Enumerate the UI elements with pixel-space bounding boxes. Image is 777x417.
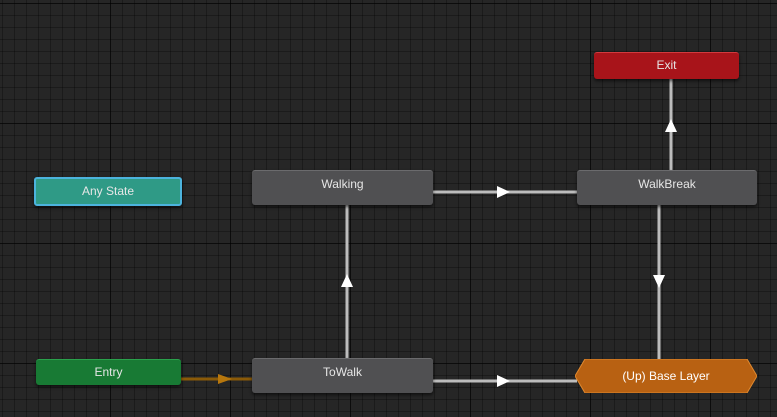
- transition-arrow-icon: [341, 274, 353, 287]
- exit-node-label: Exit: [656, 58, 677, 72]
- state-node-walking[interactable]: Walking: [252, 170, 433, 205]
- state-node-label: ToWalk: [323, 365, 362, 379]
- transition-arrow-icon: [497, 375, 510, 387]
- state-node-label: Walking: [321, 177, 364, 191]
- state-node-walkbreak[interactable]: WalkBreak: [577, 170, 757, 205]
- transition-arrow-icon: [497, 186, 510, 198]
- transition-arrow-icon: [653, 275, 665, 288]
- hexagon-shape: [575, 359, 757, 393]
- transition-arrow-icon: [218, 374, 232, 384]
- transition-arrow-icon: [665, 119, 677, 132]
- entry-node[interactable]: Entry: [36, 359, 181, 385]
- exit-node[interactable]: Exit: [594, 52, 739, 79]
- any-state-node[interactable]: Any State: [34, 177, 182, 206]
- sub-state-machine-base-layer[interactable]: (Up) Base Layer: [575, 359, 757, 393]
- sub-state-machine-label: (Up) Base Layer: [622, 369, 710, 383]
- state-node-label: WalkBreak: [638, 177, 696, 191]
- entry-node-label: Entry: [94, 365, 123, 379]
- state-node-towalk[interactable]: ToWalk: [252, 358, 433, 393]
- any-state-node-label: Any State: [81, 184, 135, 198]
